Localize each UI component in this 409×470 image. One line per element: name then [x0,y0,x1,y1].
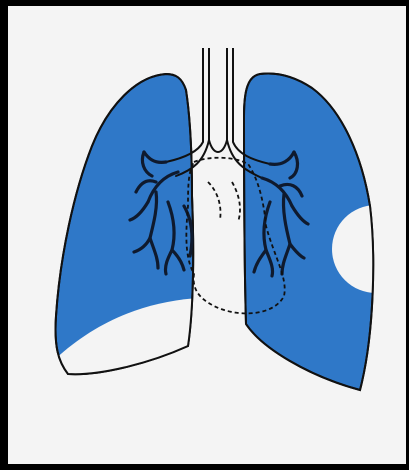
lung-diagram-svg [8,6,406,464]
diagram-panel [8,6,406,464]
